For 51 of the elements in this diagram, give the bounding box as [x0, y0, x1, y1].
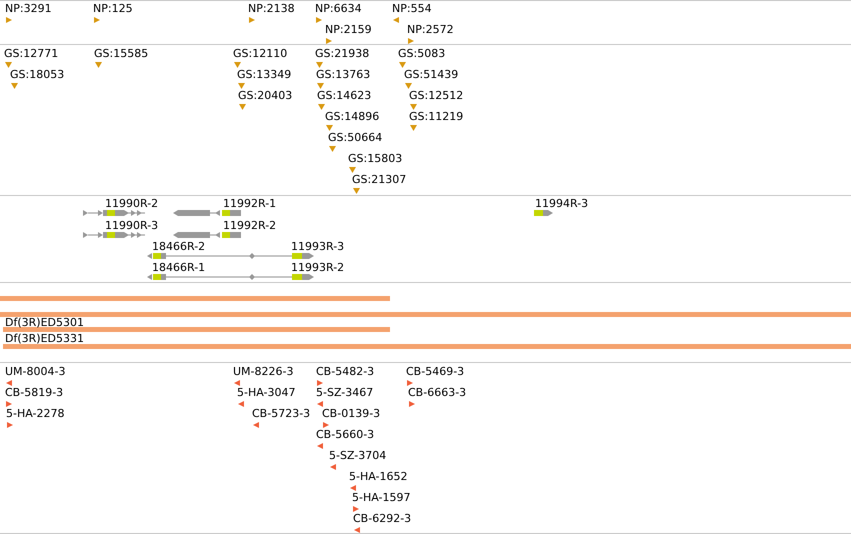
feature-label: NP:2159 [325, 23, 372, 36]
feature-label: GS:50664 [328, 131, 382, 144]
feature-label: GS:13349 [237, 68, 292, 81]
feature-label: 5-SZ-3467 [316, 386, 374, 399]
feature-label: 5-HA-1597 [352, 491, 410, 504]
feature-label: NP:554 [392, 2, 432, 15]
feature-label: 5-HA-1652 [349, 470, 408, 483]
feature-label: GS:21938 [315, 47, 370, 60]
feature-label: UM-8004-3 [5, 365, 66, 378]
feature-label: CB-6663-3 [408, 386, 466, 399]
feature-label: 18466R-2 [152, 240, 206, 253]
feature-label: GS:20403 [238, 89, 292, 102]
feature-label: GS:12512 [409, 89, 464, 102]
feature-label: GS:21307 [352, 173, 406, 186]
feature-label: GS:14896 [325, 110, 380, 123]
feature-label: 11990R-2 [105, 197, 158, 210]
feature-label: 18466R-1 [152, 261, 206, 274]
feature-label: NP:6634 [315, 2, 362, 15]
feature-label: GS:13763 [316, 68, 370, 81]
feature-label: NP:125 [93, 2, 133, 15]
feature-label: NP:2138 [248, 2, 295, 15]
feature-label: GS:5083 [398, 47, 446, 60]
feature-label: NP:3291 [5, 2, 52, 15]
feature-label: GS:15803 [348, 152, 402, 165]
feature-label: UM-8226-3 [233, 365, 294, 378]
feature-label: Df(3R)ED5301 [5, 316, 84, 329]
feature-label: CB-5482-3 [316, 365, 374, 378]
feature-label: 5-HA-3047 [237, 386, 296, 399]
feature-label: 11993R-2 [291, 261, 344, 274]
feature-label: 5-HA-2278 [6, 407, 64, 420]
feature-label: CB-5819-3 [5, 386, 64, 399]
feature-label: GS:12110 [233, 47, 288, 60]
feature-label: 11993R-3 [291, 240, 344, 253]
feature-label: CB-5723-3 [252, 407, 310, 420]
feature-label: GS:18053 [10, 68, 64, 81]
feature-label: GS:11219 [409, 110, 464, 123]
feature-label: CB-6292-3 [353, 512, 412, 525]
feature-label: CB-0139-3 [322, 407, 380, 420]
feature-label: CB-5469-3 [406, 365, 464, 378]
feature-label: 11990R-3 [105, 219, 158, 232]
feature-label: NP:2572 [407, 23, 454, 36]
feature-label: GS:12771 [4, 47, 58, 60]
feature-label: Df(3R)ED5331 [5, 332, 84, 345]
feature-label: GS:15585 [94, 47, 148, 60]
feature-label: 5-SZ-3704 [329, 449, 386, 462]
feature-label: GS:14623 [317, 89, 372, 102]
feature-label: 11992R-1 [223, 197, 276, 210]
feature-label: 11994R-3 [535, 197, 588, 210]
feature-label: GS:51439 [404, 68, 458, 81]
feature-label: 11992R-2 [223, 219, 276, 232]
feature-label: CB-5660-3 [316, 428, 374, 441]
